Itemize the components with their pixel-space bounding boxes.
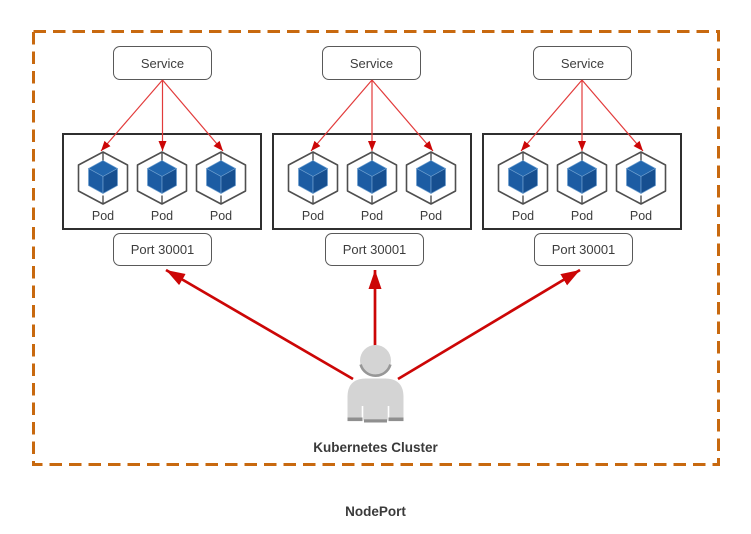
pod-label: Pod	[150, 209, 174, 223]
port-box: Port 30001	[113, 233, 212, 266]
pod-cube-icon	[555, 150, 609, 207]
pod: Pod	[194, 150, 248, 223]
pod: Pod	[555, 150, 609, 223]
user-to-port-arrows	[165, 268, 581, 381]
pod-cube-icon	[286, 150, 340, 207]
user-person-icon	[347, 345, 404, 423]
pod: Pod	[135, 150, 189, 223]
pod-cube-icon	[614, 150, 668, 207]
pod: Pod	[496, 150, 550, 223]
pod: Pod	[286, 150, 340, 223]
service-label: Service	[560, 55, 605, 71]
port-box: Port 30001	[325, 233, 424, 266]
pod: Pod	[404, 150, 458, 223]
pod-cube-icon	[76, 150, 130, 207]
service-box: Service	[113, 46, 212, 80]
diagram-title: NodePort	[345, 504, 406, 519]
pod-label: Pod	[629, 209, 653, 223]
pod-cube-icon	[345, 150, 399, 207]
cluster-label: Kubernetes Cluster	[313, 440, 438, 455]
service-label: Service	[349, 55, 394, 71]
user-to-port-arrow	[165, 268, 354, 381]
pod-label: Pod	[91, 209, 115, 223]
pod-label: Pod	[570, 209, 594, 223]
pod-cube-icon	[496, 150, 550, 207]
pod-cube-icon	[404, 150, 458, 207]
node-box: Pod Pod Pod	[482, 133, 682, 230]
pod-cube-icon	[135, 150, 189, 207]
pod-label: Pod	[301, 209, 325, 223]
service-label: Service	[140, 55, 185, 71]
service-box: Service	[322, 46, 421, 80]
user-to-port-arrow	[397, 268, 581, 381]
pod-label: Pod	[419, 209, 443, 223]
service-box: Service	[533, 46, 632, 80]
port-label: Port 30001	[342, 242, 407, 257]
node-box: Pod Pod Pod	[272, 133, 472, 230]
node-box: Pod Pod Pod	[62, 133, 262, 230]
port-label: Port 30001	[551, 242, 616, 257]
port-label: Port 30001	[130, 242, 195, 257]
pod: Pod	[345, 150, 399, 223]
port-box: Port 30001	[534, 233, 633, 266]
pod-label: Pod	[209, 209, 233, 223]
pod-label: Pod	[511, 209, 535, 223]
pod: Pod	[76, 150, 130, 223]
pod: Pod	[614, 150, 668, 223]
pod-cube-icon	[194, 150, 248, 207]
pod-label: Pod	[360, 209, 384, 223]
